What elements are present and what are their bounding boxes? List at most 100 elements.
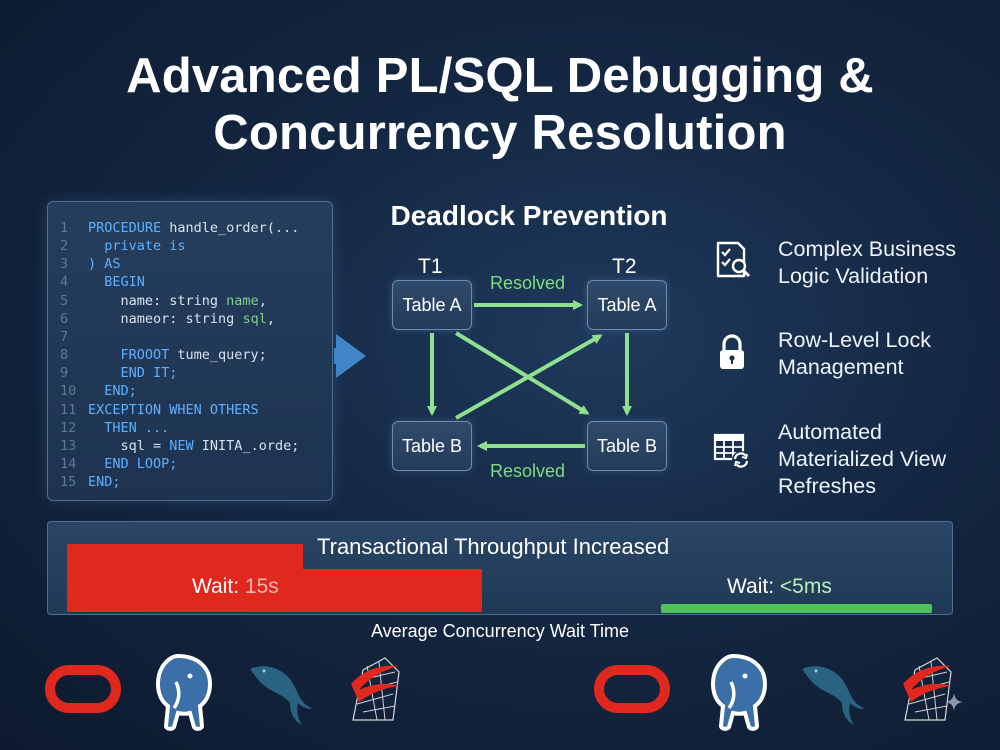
feature-line: Materialized View	[778, 447, 947, 471]
wait-after-value: <5ms	[779, 575, 832, 598]
code-token: END LOOP;	[88, 455, 178, 472]
padlock-icon	[720, 334, 744, 369]
code-text: END LOOP;	[88, 455, 177, 473]
code-token: tume_query;	[177, 347, 267, 364]
line-number: 1	[60, 220, 69, 236]
deadlock-diagram-title: Deadlock Prevention	[390, 200, 668, 231]
feature-text-business-logic: Complex Business Logic Validation	[778, 236, 988, 290]
code-token: NEW	[169, 437, 202, 454]
mysql-dolphin-icon	[802, 666, 864, 725]
arrow-right-icon	[336, 334, 366, 378]
code-token: ,	[258, 292, 267, 309]
page-title-line-1: Advanced PL/SQL Debugging &	[126, 49, 874, 103]
t2-table-a: Table A	[587, 280, 667, 330]
line-number: 14	[60, 455, 77, 472]
postgresql-elephant-icon	[155, 653, 213, 731]
code-token: private is	[88, 238, 186, 255]
sql-server-logo-icon	[903, 657, 952, 721]
sparkle-icon	[945, 693, 963, 711]
feature-text-materialized-view: Automated Materialized View Refreshes	[778, 419, 988, 500]
wait-before-prefix: Wait:	[192, 575, 240, 598]
line-number: 12	[60, 419, 77, 436]
feature-line: Complex Business	[778, 237, 957, 261]
line-number: 3	[60, 256, 69, 273]
code-text: nameor: string sql,	[88, 310, 275, 328]
feature-line: Refreshes	[778, 474, 876, 498]
code-text: END;	[88, 473, 121, 491]
code-token: END;	[88, 474, 121, 491]
arrow-t1a-to-t2b	[454, 331, 590, 415]
code-text: FROOOT tume_query;	[88, 346, 267, 364]
code-text: private is	[88, 237, 186, 255]
code-token: handle_order(...	[169, 220, 300, 236]
line-number: 4	[60, 274, 69, 291]
feature-line: Logic Validation	[778, 264, 929, 288]
wait-bar-high	[67, 569, 482, 612]
feature-line: Management	[778, 355, 904, 379]
t2-table-b: Table B	[587, 421, 667, 471]
oracle-logo-icon	[45, 665, 121, 713]
line-number: 9	[60, 365, 69, 382]
wait-before-label: Wait: 15s	[192, 575, 279, 599]
checklist-search-icon	[716, 241, 751, 278]
code-text: ) AS	[88, 255, 121, 273]
wait-time-caption: Average Concurrency Wait Time	[370, 621, 630, 641]
code-text: END IT;	[88, 364, 178, 382]
line-number: 11	[60, 401, 77, 418]
wait-before-value: 15s	[244, 575, 279, 598]
code-editor-panel: 1 PROCEDURE handle_order(... 2 private is 3…	[47, 201, 333, 501]
wait-bar-low	[661, 604, 932, 613]
feature-line: Row-Level Lock	[778, 328, 931, 352]
code-text: END;	[88, 382, 137, 400]
table-refresh-icon	[713, 433, 750, 469]
code-text: THEN ...	[88, 419, 169, 437]
code-token: INITA_.orde;	[201, 437, 300, 454]
transaction-2-label: T2	[612, 255, 637, 278]
code-text: PROCEDURE handle_order(...	[88, 219, 299, 237]
code-token: sql	[242, 310, 267, 327]
sql-server-logo-icon	[351, 657, 400, 721]
code-token: END IT;	[88, 365, 178, 382]
page-title: Advanced PL/SQL Debugging & Concurrency …	[0, 48, 1000, 162]
feature-line: Automated	[778, 420, 882, 444]
code-token: FROOOT	[88, 347, 178, 364]
transaction-1-label: T1	[418, 255, 443, 278]
code-token: EXCEPTION WHEN OTHERS	[88, 401, 259, 418]
code-token: sql =	[88, 437, 170, 454]
code-token: END;	[88, 383, 137, 400]
t1-table-b: Table B	[392, 421, 472, 471]
line-number: 2	[60, 238, 69, 255]
wait-after-prefix: Wait:	[727, 575, 775, 598]
code-token: name: string	[88, 292, 227, 309]
feature-text-row-level-lock: Row-Level Lock Management	[778, 327, 988, 381]
wait-after-label: Wait: <5ms	[727, 575, 832, 599]
line-number: 13	[60, 437, 77, 454]
code-token: PROCEDURE	[88, 220, 170, 236]
throughput-label: Transactional Throughput Increased	[317, 534, 670, 559]
line-number: 6	[60, 310, 69, 327]
line-number: 5	[60, 292, 69, 309]
code-token: BEGIN	[88, 274, 145, 291]
line-number: 10	[60, 383, 77, 400]
arrow-t1b-to-t2a	[455, 334, 603, 420]
line-number: 15	[60, 474, 77, 491]
code-text: EXCEPTION WHEN OTHERS	[88, 401, 259, 419]
code-text: BEGIN	[88, 273, 145, 291]
resolved-label-top: Resolved	[490, 273, 566, 293]
code-token: THEN ...	[88, 419, 170, 436]
code-text: sql = NEW INITA_.orde;	[88, 437, 300, 455]
line-number: 7	[60, 328, 69, 345]
code-token: nameor: string	[88, 310, 243, 327]
code-text: name: string name,	[88, 292, 267, 310]
code-token: ) AS	[88, 256, 121, 273]
code-token: name	[226, 292, 259, 309]
code-token: ,	[266, 310, 275, 327]
mysql-dolphin-icon	[250, 666, 312, 725]
oracle-logo-icon	[594, 665, 670, 713]
page-title-line-2: Concurrency Resolution	[213, 106, 787, 160]
t1-table-a: Table A	[392, 280, 472, 330]
resolved-label-bottom: Resolved	[490, 461, 566, 481]
postgresql-elephant-icon	[710, 653, 768, 731]
line-number: 8	[60, 347, 69, 364]
